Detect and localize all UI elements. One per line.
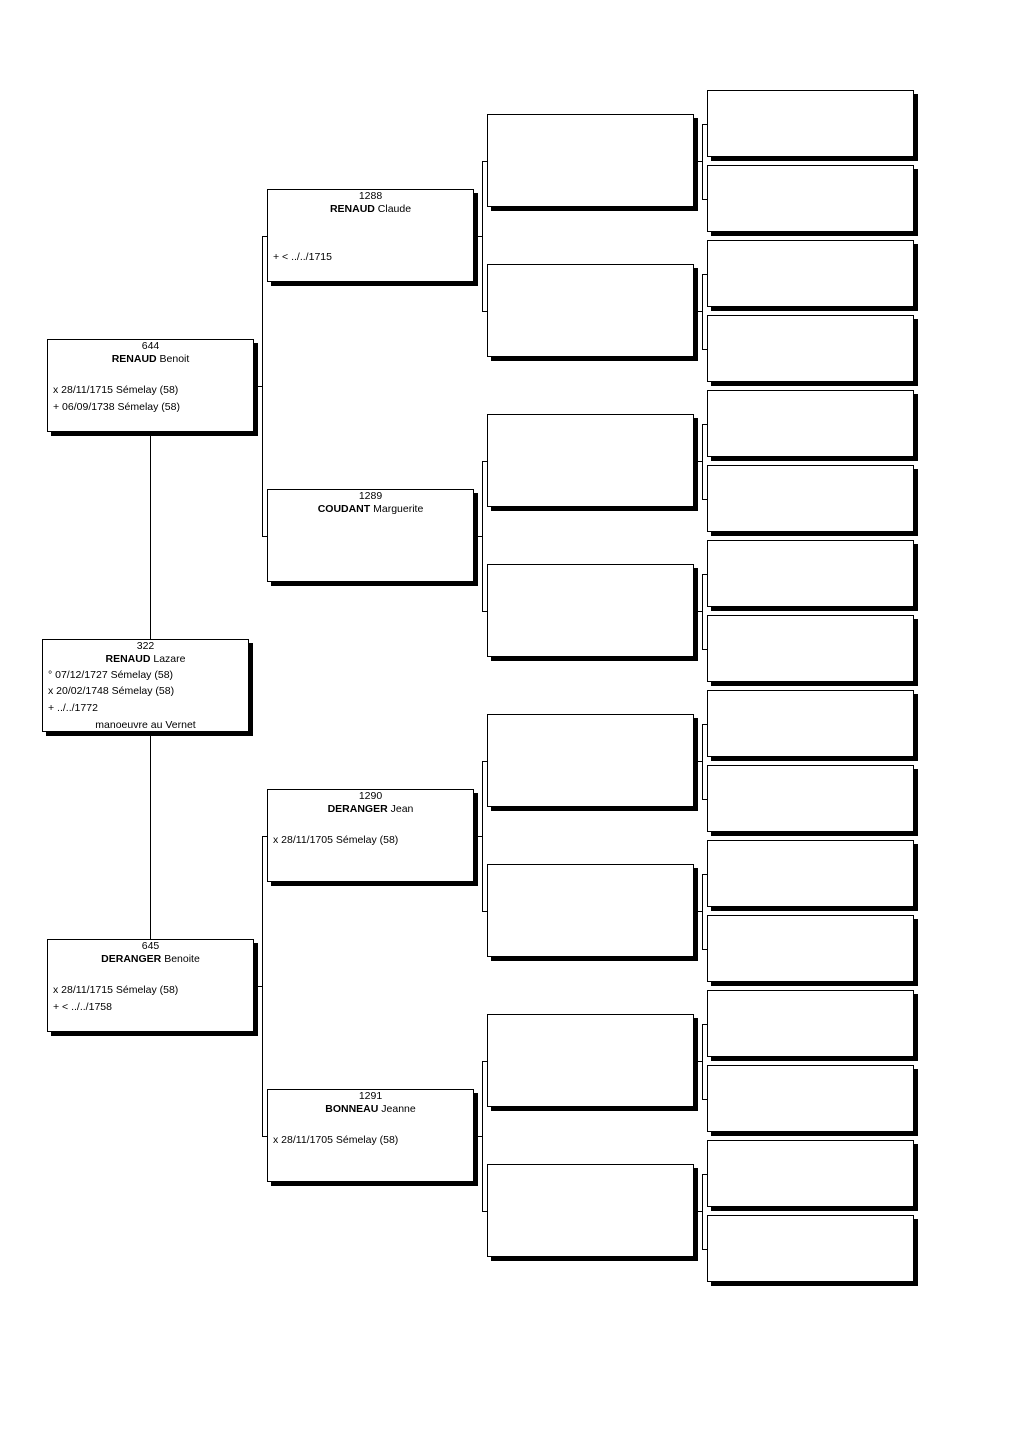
death-event: + ../../1772 [48,702,98,714]
person-box-1291[interactable]: 1291 BONNEAU Jeanne x 28/11/1705 Sémelay… [267,1089,474,1182]
person-name: RENAUD Benoit [48,353,253,366]
person-box-645[interactable]: 645 DERANGER Benoite x 28/11/1715 Sémela… [47,939,254,1032]
person-name: DERANGER Jean [268,803,473,816]
marriage-event: x 28/11/1715 Sémelay (58) [53,384,179,396]
empty-ancestor-box[interactable] [707,990,914,1057]
death-event: + < ../../1758 [53,1001,112,1013]
surname: RENAUD [105,653,151,665]
person-name: DERANGER Benoite [48,953,253,966]
person-box-1290[interactable]: 1290 DERANGER Jean x 28/11/1705 Sémelay … [267,789,474,882]
person-name: RENAUD Lazare [43,653,248,666]
empty-ancestor-box[interactable] [487,414,694,507]
person-name: RENAUD Claude [268,203,473,216]
death-event: + < ../../1715 [273,251,332,263]
person-box-1289[interactable]: 1289 COUDANT Marguerite [267,489,474,582]
sosa-number: 644 [141,340,160,352]
given-name: Jeanne [381,1103,416,1115]
empty-ancestor-box[interactable] [707,90,914,157]
empty-ancestor-box[interactable] [707,915,914,982]
sosa-number: 1289 [358,490,383,502]
person-name: COUDANT Marguerite [268,503,473,516]
marriage-event: x 28/11/1705 Sémelay (58) [273,834,399,846]
sosa-number: 1290 [358,790,383,802]
empty-ancestor-box[interactable] [487,564,694,657]
surname: DERANGER [327,803,388,815]
occupation-note: manoeuvre au Vernet [95,719,196,731]
given-name: Jean [390,803,414,815]
empty-ancestor-box[interactable] [487,714,694,807]
empty-ancestor-box[interactable] [707,690,914,757]
empty-ancestor-box[interactable] [487,114,694,207]
birth-event: ° 07/12/1727 Sémelay (58) [48,669,174,681]
surname: COUDANT [317,503,371,515]
empty-ancestor-box[interactable] [707,165,914,232]
sosa-number: 322 [136,640,155,652]
given-name: Claude [377,203,412,215]
sosa-number: 1291 [358,1090,383,1102]
empty-ancestor-box[interactable] [707,1215,914,1282]
person-name: BONNEAU Jeanne [268,1103,473,1116]
person-box-644[interactable]: 644 RENAUD Benoit x 28/11/1715 Sémelay (… [47,339,254,432]
marriage-event: x 28/11/1715 Sémelay (58) [53,984,179,996]
empty-ancestor-box[interactable] [487,864,694,957]
given-name: Benoite [164,953,200,965]
empty-ancestor-box[interactable] [487,264,694,357]
surname: RENAUD [111,353,157,365]
empty-ancestor-box[interactable] [707,315,914,382]
surname: RENAUD [329,203,375,215]
empty-ancestor-box[interactable] [707,540,914,607]
empty-ancestor-box[interactable] [707,615,914,682]
marriage-event: x 28/11/1705 Sémelay (58) [273,1134,399,1146]
death-event: + 06/09/1738 Sémelay (58) [53,401,180,413]
given-name: Lazare [153,653,186,665]
given-name: Benoit [159,353,190,365]
empty-ancestor-box[interactable] [707,765,914,832]
empty-ancestor-box[interactable] [707,240,914,307]
given-name: Marguerite [373,503,424,515]
empty-ancestor-box[interactable] [487,1014,694,1107]
person-box-322[interactable]: 322 RENAUD Lazare ° 07/12/1727 Sémelay (… [42,639,249,732]
empty-ancestor-box[interactable] [707,465,914,532]
empty-ancestor-box[interactable] [707,1065,914,1132]
surname: DERANGER [101,953,162,965]
sosa-number: 645 [141,940,160,952]
empty-ancestor-box[interactable] [707,840,914,907]
sosa-number: 1288 [358,190,383,202]
person-box-1288[interactable]: 1288 RENAUD Claude + < ../../1715 [267,189,474,282]
marriage-event: x 20/02/1748 Sémelay (58) [48,685,175,697]
empty-ancestor-box[interactable] [707,1140,914,1207]
empty-ancestor-box[interactable] [707,390,914,457]
empty-ancestor-box[interactable] [487,1164,694,1257]
surname: BONNEAU [325,1103,379,1115]
